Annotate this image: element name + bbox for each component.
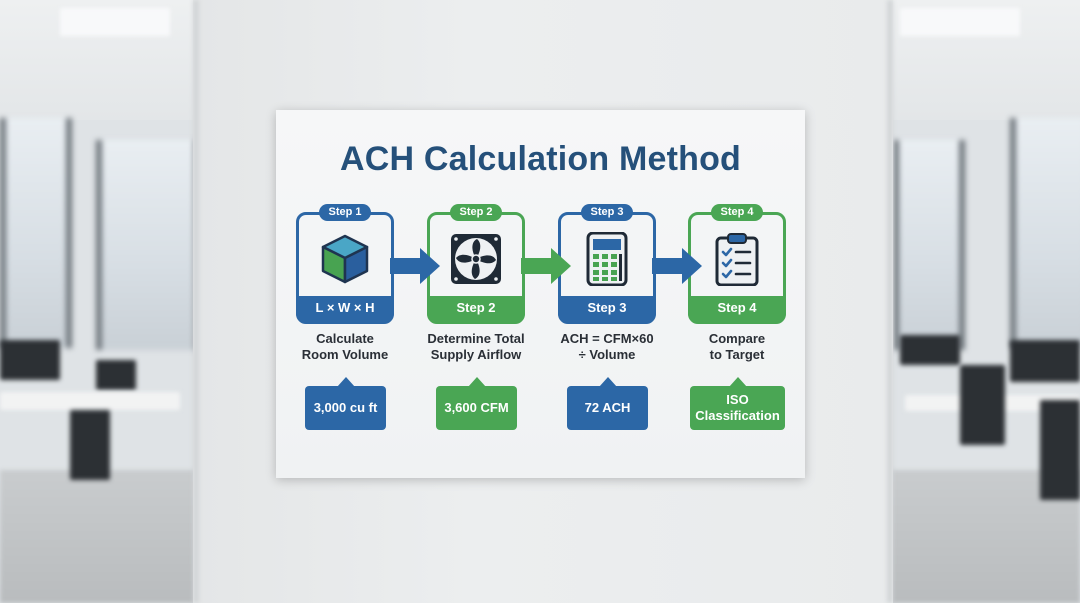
- step-4-description: Compare to Target: [708, 331, 766, 362]
- monitor: [900, 335, 960, 365]
- wall-edge: [887, 0, 893, 603]
- poster: ACH Calculation Method Step 1 L × W × H …: [276, 110, 805, 478]
- chair: [960, 365, 1005, 445]
- arrow-right-icon: [652, 248, 702, 284]
- arrow-right-icon: [390, 248, 440, 284]
- window: [0, 118, 72, 348]
- step-tag: Step 2: [450, 204, 502, 221]
- chair: [70, 410, 110, 480]
- wall-edge: [193, 0, 199, 603]
- step-1-value: 3,000 cu ft: [305, 377, 386, 430]
- step-3-description: ACH = CFM×60 ÷ Volume: [560, 331, 654, 362]
- step-bar: Step 4: [688, 296, 786, 322]
- step-tag: Step 3: [581, 204, 633, 221]
- poster-title: ACH Calculation Method: [339, 140, 742, 178]
- window: [893, 140, 965, 350]
- step-3-card: Step 3 Step 3: [558, 204, 656, 324]
- step-4-card: Step 4 Step 4: [688, 204, 786, 324]
- window: [1010, 118, 1080, 348]
- step-1-description: Calculate Room Volume: [301, 331, 389, 362]
- desk: [0, 392, 180, 410]
- monitor: [0, 340, 60, 380]
- step-tag: Step 4: [711, 204, 763, 221]
- step-3-value: 72 ACH: [567, 377, 648, 430]
- chair: [1040, 400, 1080, 500]
- step-bar: Step 2: [427, 296, 525, 322]
- fan-icon: [451, 234, 501, 284]
- arrow-right-icon: [521, 248, 571, 284]
- step-2-description: Determine Total Supply Airflow: [427, 331, 525, 362]
- monitor: [1010, 340, 1080, 382]
- ceiling-light: [60, 8, 170, 36]
- calculator-icon: [586, 232, 628, 286]
- step-1-card: Step 1 L × W × H: [296, 204, 394, 324]
- step-2-value: 3,600 CFM: [436, 377, 517, 430]
- ceiling-light: [900, 8, 1020, 36]
- step-bar: L × W × H: [296, 296, 394, 322]
- step-bar: Step 3: [558, 296, 656, 322]
- clipboard-checklist-icon: [715, 233, 759, 286]
- cube-icon: [321, 234, 369, 284]
- chair: [96, 360, 136, 390]
- window: [96, 140, 200, 350]
- step-tag: Step 1: [319, 204, 371, 221]
